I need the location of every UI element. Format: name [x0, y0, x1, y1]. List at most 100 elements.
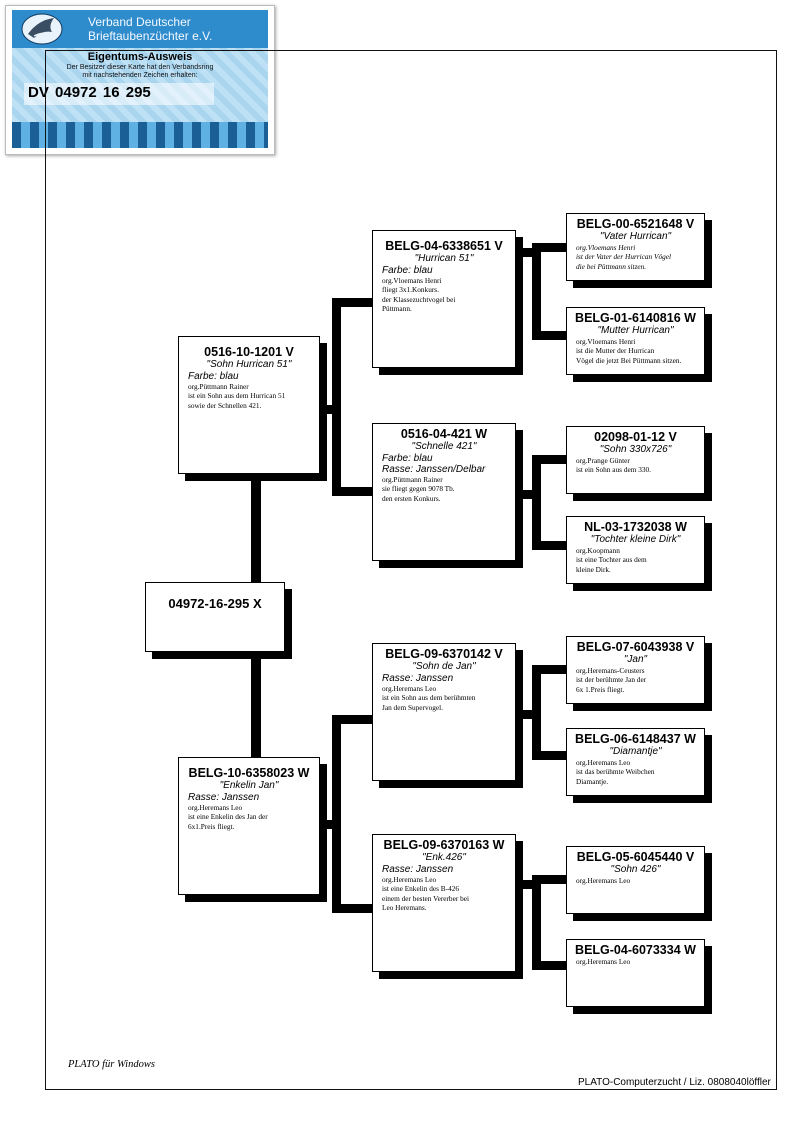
ring-number: BELG-06-6148437 W — [575, 732, 696, 746]
connector — [516, 248, 536, 257]
pigeon-name: "Sohn 426" — [610, 864, 661, 875]
description: org.Heremans Leo ist ein Sohn aus dem be… — [373, 684, 515, 712]
card-text-line1: Der Besitzer dieser Karte hat den Verban… — [66, 64, 214, 71]
dam-box: BELG-10-6358023 W "Enkelin Jan" Rasse: J… — [178, 757, 320, 895]
connector — [532, 243, 541, 340]
ring-number: 04972-16-295 X — [168, 596, 262, 611]
pigeon-name: "Hurrican 51" — [414, 253, 474, 264]
ring-number: 02098-01-12 V — [594, 430, 677, 444]
desc-line: ist der Vater der Hurrican Vögel — [576, 252, 672, 262]
pigeon-name: "Jan" — [623, 654, 648, 665]
ring-number: BELG-04-6338651 V — [385, 239, 503, 253]
ring-number: BELG-05-6045440 V — [576, 850, 695, 864]
desc-line: einem der besten Vererber bei — [382, 893, 469, 903]
software-signature: PLATO für Windows — [68, 1059, 155, 1070]
description: org.Heremans Leo ist eine Enkelin des Ja… — [179, 803, 319, 831]
card-number-field — [24, 83, 214, 105]
card-text: Der Besitzer dieser Karte hat den Verban… — [22, 64, 258, 80]
desc-line: ist ein Sohn aus dem berühmten — [382, 693, 476, 703]
ring-number: 0516-04-421 W — [400, 427, 488, 441]
ds-dam-box: BELG-06-6148437 W "Diamantje" org.Herema… — [566, 728, 705, 796]
connector — [332, 298, 372, 307]
card-text-line2: mit nachstehenden Zeichen erhalten: — [82, 72, 198, 79]
ring-number: BELG-09-6370142 V — [385, 647, 503, 661]
ss-sire-box: BELG-00-6521648 V "Vater Hurrican" org.V… — [566, 213, 705, 281]
ring-number: BELG-00-6521648 V — [576, 217, 695, 231]
ring-number: BELG-04-6073334 W — [575, 943, 696, 957]
pigeon-name: "Schnelle 421" — [411, 441, 477, 452]
desc-line: org.Koopmann — [576, 546, 620, 555]
connector — [532, 665, 566, 674]
description: org.Koopmann ist eine Tochter aus dem kl… — [567, 546, 704, 574]
ring-number: BELG-09-6370163 W — [383, 838, 505, 852]
license-line: PLATO-Computerzucht / Liz. 0808040löffle… — [578, 1077, 771, 1088]
card-org-line2: Brieftaubenzüchter e.V. — [88, 29, 213, 43]
ds-sire-box: BELG-07-6043938 V "Jan" org.Heremans-Ceu… — [566, 636, 705, 704]
pigeon-name: "Sohn de Jan" — [412, 661, 476, 672]
desc-line: ist die Mutter der Hurrican — [576, 346, 655, 356]
pigeon-name: "Enk.426" — [422, 852, 466, 863]
card-band — [12, 122, 268, 148]
desc-line: ist eine Tochter aus dem — [576, 555, 647, 565]
description: org.Heremans Leo ist eine Enkelin des B-… — [373, 875, 515, 913]
pigeon-name: "Mutter Hurrican" — [597, 325, 674, 336]
description: org.Heremans Leo — [567, 876, 704, 885]
connector — [332, 715, 372, 724]
connector — [532, 243, 566, 252]
desc-line: org.Vloemans Henri — [382, 276, 442, 285]
description: org.Prange Günter ist ein Sohn aus dem 3… — [567, 456, 704, 475]
description: org.Püttmann Rainer ist ein Sohn aus dem… — [179, 382, 319, 410]
ss-dam-box: BELG-01-6140816 W "Mutter Hurrican" org.… — [566, 307, 705, 375]
card-organisation: Verband Deutscher Brieftaubenzüchter e.V… — [88, 15, 212, 43]
connector — [516, 710, 536, 719]
desc-line: ist ein Sohn aus dem 330. — [576, 465, 651, 475]
pigeon-name: "Diamantje" — [609, 746, 662, 757]
desc-line: org.Püttmann Rainer — [382, 475, 443, 484]
pigeon-name: "Sohn 330x726" — [599, 444, 672, 455]
desc-line: org.Heremans Leo — [382, 875, 437, 884]
desc-line: der Klassezuchtvogel bei — [382, 294, 456, 304]
connector — [516, 880, 536, 889]
connector — [532, 455, 566, 464]
sire-box: 0516-10-1201 V "Sohn Hurrican 51" Farbe:… — [178, 336, 320, 474]
ring-number: BELG-01-6140816 W — [575, 311, 696, 325]
desc-line: org.Heremans Leo — [576, 758, 631, 767]
dam-sire-box: BELG-09-6370142 V "Sohn de Jan" Rasse: J… — [372, 643, 516, 781]
description: org.Heremans Leo ist das berühmte Weibch… — [567, 758, 704, 786]
desc-line: org.Heremans Leo — [382, 684, 437, 693]
attribute-breed: Rasse: Janssen — [382, 673, 454, 684]
ownership-card: Verband Deutscher Brieftaubenzüchter e.V… — [5, 5, 275, 155]
description: org.Vloemans Henri ist die Mutter der Hu… — [567, 337, 704, 365]
card-ring-number: DV 04972 16 295 — [28, 84, 151, 101]
ring-number: BELG-07-6043938 V — [576, 640, 695, 654]
connector — [320, 820, 336, 829]
desc-line: org.Püttmann Rainer — [188, 382, 249, 391]
connector — [320, 405, 336, 414]
pigeon-name: "Tochter kleine Dirk" — [590, 534, 681, 545]
dd-sire-box: BELG-05-6045440 V "Sohn 426" org.Hereman… — [566, 846, 705, 914]
attribute-breed: Rasse: Janssen/Delbar — [382, 464, 486, 475]
connector — [516, 490, 536, 499]
description: org.Heremans Leo — [567, 957, 704, 966]
dd-dam-box: BELG-04-6073334 W org.Heremans Leo — [566, 939, 705, 1007]
desc-line: ist der berühmte Jan der — [576, 675, 647, 685]
connector — [532, 875, 566, 884]
description: org.Vloemans Henri ist der Vater der Hur… — [567, 243, 704, 271]
connector — [332, 904, 372, 913]
desc-line: ist eine Enkelin des Jan der — [188, 812, 268, 822]
desc-line: fliegt 3x1.Konkurs. — [382, 285, 439, 295]
connector — [532, 961, 566, 970]
desc-line: Jan dem Supervogel. — [382, 702, 443, 712]
ring-number: NL-03-1732038 W — [584, 520, 687, 534]
attribute-colour: Farbe: blau — [188, 371, 239, 382]
desc-line: org.Prange Günter — [576, 456, 630, 465]
connector — [532, 875, 541, 970]
desc-line: 6x1.Preis fliegt. — [188, 821, 235, 831]
dam-dam-box: BELG-09-6370163 W "Enk.426" Rasse: Janss… — [372, 834, 516, 972]
connector — [532, 455, 541, 550]
desc-line: org.Vloemans Henri — [576, 243, 636, 252]
sire-dam-box: 0516-04-421 W "Schnelle 421" Farbe: blau… — [372, 423, 516, 561]
desc-line: sowie der Schnellen 421. — [188, 400, 262, 410]
description: org.Vloemans Henri fliegt 3x1.Konkurs. d… — [373, 276, 515, 314]
subject-box: 04972-16-295 X — [145, 582, 285, 652]
